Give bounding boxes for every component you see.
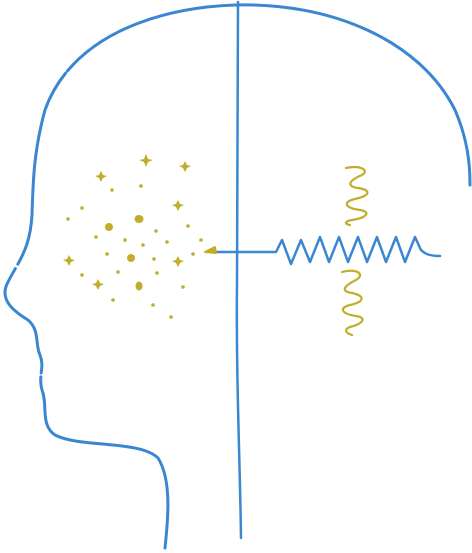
dot-icon bbox=[110, 188, 114, 192]
dot-icon bbox=[191, 252, 195, 256]
sparkle-icon bbox=[63, 255, 75, 266]
dot-icon bbox=[66, 217, 70, 221]
sparkle-icon bbox=[179, 161, 191, 172]
dot-icon bbox=[134, 215, 144, 223]
dot-icon bbox=[165, 240, 169, 244]
dot-icon bbox=[105, 252, 109, 256]
dot-icon bbox=[94, 235, 98, 239]
dot-icon bbox=[135, 281, 143, 291]
sparkle-icon bbox=[92, 279, 104, 290]
sparkle-icon bbox=[95, 171, 107, 182]
dot-icon bbox=[199, 238, 203, 242]
dot-icon bbox=[139, 184, 143, 188]
dot-icon bbox=[116, 270, 120, 274]
dot-icon bbox=[80, 206, 84, 210]
dot-icon bbox=[141, 243, 145, 247]
sparkle-icon bbox=[172, 200, 184, 211]
dot-icon bbox=[80, 273, 84, 277]
dot-icon bbox=[169, 315, 173, 319]
incoming-wave-icon bbox=[213, 235, 442, 266]
dot-icon bbox=[127, 254, 135, 262]
dot-icon bbox=[123, 238, 127, 242]
zigzag-wave-icon bbox=[340, 269, 364, 337]
dot-icon bbox=[151, 303, 155, 307]
dot-icon bbox=[152, 257, 156, 261]
dot-icon bbox=[111, 298, 115, 302]
dot-icon bbox=[154, 229, 158, 233]
head-outline-icon bbox=[3, 3, 472, 550]
sparkle-icon bbox=[139, 154, 153, 167]
dot-icon bbox=[105, 223, 113, 231]
sparkle-icon bbox=[172, 256, 184, 267]
dot-icon bbox=[155, 271, 159, 275]
zigzag-wave-icon bbox=[344, 166, 369, 227]
arrow-head-icon bbox=[204, 246, 217, 254]
divider-line-icon bbox=[235, 0, 243, 540]
dot-icon bbox=[186, 224, 190, 228]
dot-icon bbox=[181, 285, 185, 289]
